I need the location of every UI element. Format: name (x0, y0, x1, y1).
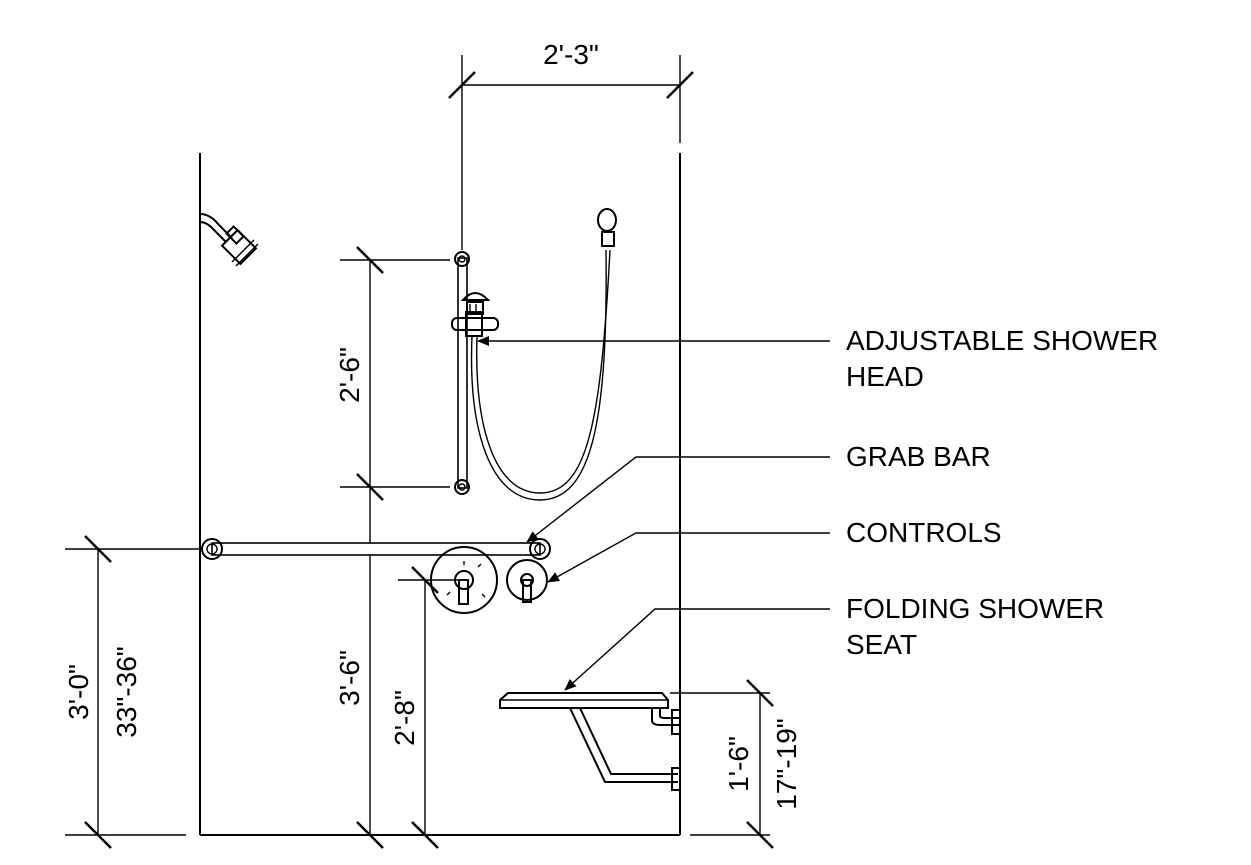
dimension-seat-height: 1'-6" 17"-19" (670, 679, 802, 849)
leader-lines (477, 336, 830, 691)
label-shower-head-line2: HEAD (846, 361, 924, 392)
dimension-controls-height: 2'-8" (389, 566, 460, 849)
shower-hose (470, 208, 617, 501)
dimension-grab-bar-height: 3'-0" 33"-36" (63, 535, 202, 849)
leader-seat (564, 608, 830, 691)
dimension-width-top: 2'-3" (448, 39, 694, 250)
vertical-slide-bar (454, 251, 470, 495)
dim-grab-bar-range-text: 33"-36" (111, 646, 142, 738)
dim-seat-range-text: 17"-19" (771, 718, 802, 810)
dim-seat-height-text: 1'-6" (723, 736, 754, 792)
dim-head-bar-bottom-text: 3'-6" (334, 650, 365, 706)
dim-controls-height-text: 2'-8" (389, 690, 420, 746)
adjustable-shower-head-icon (451, 292, 499, 337)
shower-walls (199, 153, 681, 836)
label-shower-head: ADJUSTABLE SHOWER HEAD (846, 323, 1158, 395)
shower-controls-icon (430, 546, 548, 614)
label-seat-line1: FOLDING SHOWER (846, 593, 1105, 624)
horizontal-grab-bar (201, 538, 551, 560)
leader-controls (547, 532, 830, 583)
dim-grab-bar-height-text: 3'-0" (63, 664, 94, 720)
label-controls: CONTROLS (846, 517, 1002, 548)
dim-width-top-text: 2'-3" (543, 39, 599, 70)
dimension-head-bar-bottom: 3'-6" (334, 650, 384, 849)
label-shower-head-line1: ADJUSTABLE SHOWER (846, 325, 1159, 356)
folding-shower-seat-icon (499, 692, 681, 791)
label-seat: FOLDING SHOWER SEAT (846, 591, 1104, 663)
label-grab-bar: GRAB BAR (846, 441, 991, 472)
label-seat-line2: SEAT (846, 629, 918, 660)
dim-grab-bar-vertical-text: 2'-6" (334, 347, 365, 403)
leader-grab-bar (526, 456, 830, 543)
fixed-shower-head-icon (199, 213, 259, 267)
